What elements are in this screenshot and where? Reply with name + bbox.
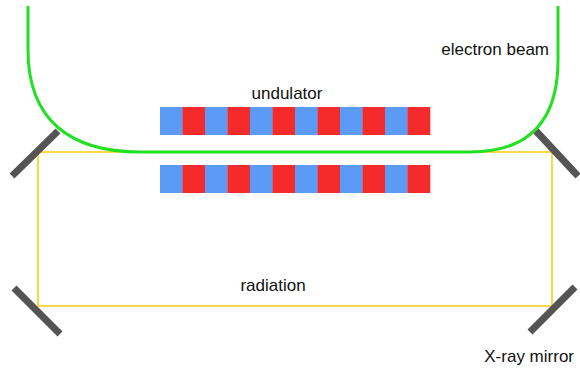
undulator-magnets bbox=[160, 107, 430, 193]
magnet-block bbox=[408, 107, 431, 135]
magnet-block bbox=[228, 165, 251, 193]
beam-label: electron beam bbox=[440, 41, 550, 60]
electron-beam-path bbox=[28, 6, 558, 152]
magnet-block bbox=[205, 165, 228, 193]
magnet-block bbox=[363, 165, 386, 193]
x-ray-mirror bbox=[12, 131, 58, 176]
magnet-block bbox=[318, 165, 341, 193]
magnet-block bbox=[273, 107, 296, 135]
magnet-block bbox=[340, 165, 363, 193]
magnet-block bbox=[385, 165, 408, 193]
magnet-block bbox=[340, 107, 363, 135]
magnet-block bbox=[385, 107, 408, 135]
x-ray-mirror bbox=[530, 287, 575, 332]
magnet-block bbox=[160, 165, 183, 193]
magnet-block bbox=[250, 107, 273, 135]
magnet-block bbox=[183, 107, 206, 135]
radiation-label: radiation bbox=[239, 277, 306, 296]
radiation-path bbox=[38, 152, 552, 306]
magnet-block bbox=[295, 107, 318, 135]
undulator-label: undulator bbox=[251, 85, 324, 104]
magnet-block bbox=[273, 165, 296, 193]
magnet-block bbox=[318, 107, 341, 135]
magnet-block bbox=[295, 165, 318, 193]
magnet-block bbox=[183, 165, 206, 193]
magnet-block bbox=[408, 165, 431, 193]
magnet-block bbox=[160, 107, 183, 135]
magnet-block bbox=[205, 107, 228, 135]
x-ray-mirror bbox=[14, 288, 60, 334]
magnet-block bbox=[250, 165, 273, 193]
mirrors bbox=[12, 131, 578, 334]
x-ray-mirror bbox=[536, 131, 578, 176]
magnet-block bbox=[363, 107, 386, 135]
mirror-label: X-ray mirror bbox=[483, 348, 575, 367]
magnet-block bbox=[228, 107, 251, 135]
